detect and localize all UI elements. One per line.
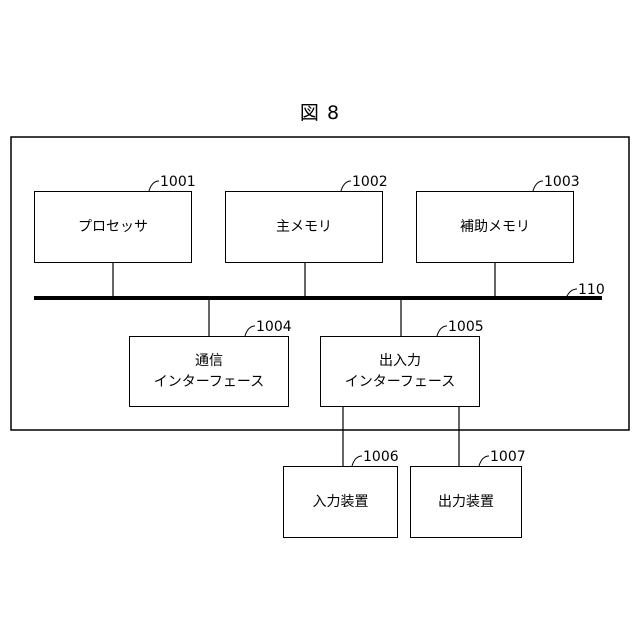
processor-box: プロセッサ xyxy=(34,191,192,263)
comm-interface-line2: インターフェース xyxy=(154,372,264,393)
ref-leader-1007 xyxy=(479,456,489,466)
ref-1006: 1006 xyxy=(363,450,399,464)
main-memory-label: 主メモリ xyxy=(276,217,332,238)
ref-1007: 1007 xyxy=(490,450,526,464)
ref-1001: 1001 xyxy=(160,175,196,189)
ref-leader-1005 xyxy=(437,326,447,336)
ref-1004: 1004 xyxy=(256,320,292,334)
ref-leader-1002 xyxy=(341,181,351,191)
io-interface-box: 出入力 インターフェース xyxy=(320,336,480,407)
aux-memory-box: 補助メモリ xyxy=(416,191,574,263)
output-device-label: 出力装置 xyxy=(438,492,494,513)
input-device-box: 入力装置 xyxy=(283,466,398,538)
ref-leader-1003 xyxy=(533,181,543,191)
ref-1002: 1002 xyxy=(352,175,388,189)
ref-leader-1001 xyxy=(149,181,159,191)
figure-title: 図 8 xyxy=(0,98,640,125)
ref-leader-1004 xyxy=(245,326,255,336)
processor-label: プロセッサ xyxy=(78,217,148,238)
ref-1005: 1005 xyxy=(448,320,484,334)
output-device-box: 出力装置 xyxy=(410,466,522,538)
ref-leader-1006 xyxy=(352,456,362,466)
main-memory-box: 主メモリ xyxy=(225,191,383,263)
io-interface-line2: インターフェース xyxy=(345,372,455,393)
input-device-label: 入力装置 xyxy=(313,492,369,513)
io-interface-line1: 出入力 xyxy=(379,351,421,372)
comm-interface-line1: 通信 xyxy=(195,351,223,372)
comm-interface-box: 通信 インターフェース xyxy=(129,336,289,407)
ref-1003: 1003 xyxy=(544,175,580,189)
ref-110: 110 xyxy=(578,283,605,297)
aux-memory-label: 補助メモリ xyxy=(460,217,530,238)
